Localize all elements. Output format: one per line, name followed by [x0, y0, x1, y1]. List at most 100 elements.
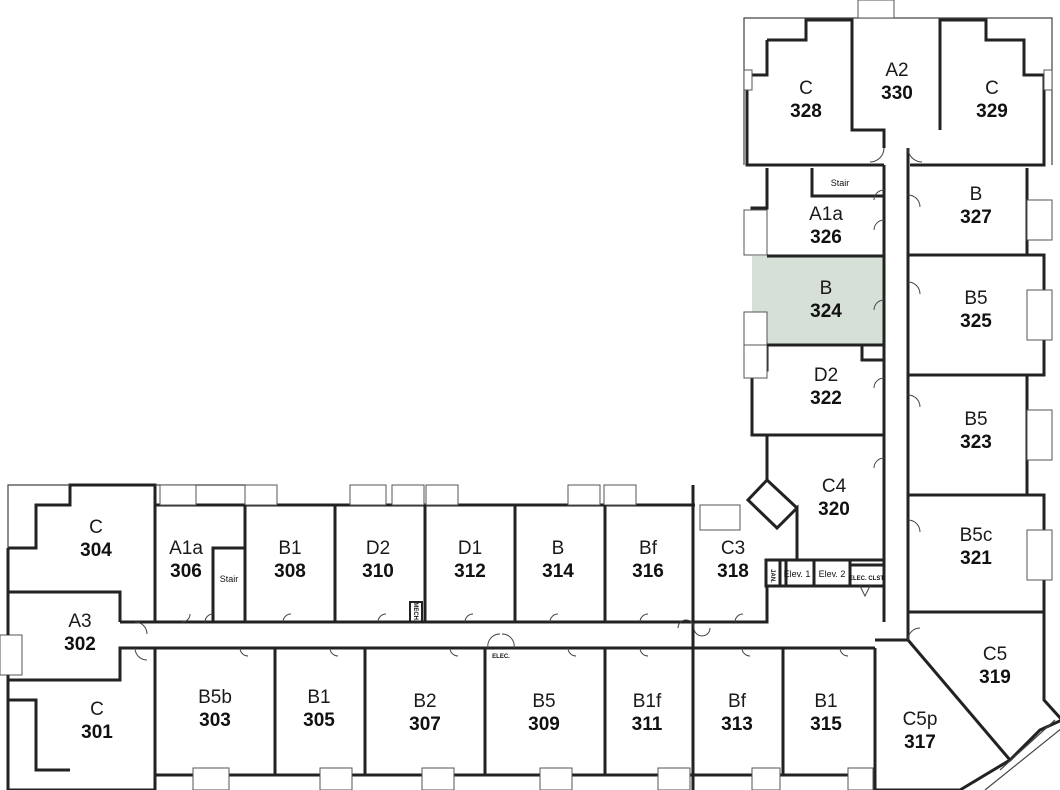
unit-number-label: 309 — [528, 714, 560, 735]
unit-type-label: C — [799, 78, 813, 99]
unit-number-label: 310 — [362, 561, 394, 582]
unit-number-label: 317 — [904, 732, 936, 753]
unit-number-label: 328 — [790, 101, 822, 122]
unit-324-highlight — [752, 256, 884, 345]
mech-label: MECH. — [412, 602, 418, 622]
unit-type-label: A1a — [169, 538, 203, 559]
unit-number-label: 315 — [810, 714, 842, 735]
unit-number-label: 327 — [960, 207, 992, 228]
unit-number-label: 316 — [632, 561, 664, 582]
unit-type-label: B5b — [198, 687, 232, 708]
unit-number-label: 302 — [64, 634, 96, 655]
unit-type-label: D1 — [458, 538, 482, 559]
unit-type-label: B — [970, 184, 983, 205]
unit-type-label: C — [985, 78, 999, 99]
elec-closet-label: ELEC. CLST. — [849, 576, 885, 582]
unit-number-label: 326 — [810, 227, 842, 248]
unit-number-label: 321 — [960, 548, 992, 569]
unit-type-label: B1 — [814, 691, 837, 712]
unit-number-label: 322 — [810, 388, 842, 409]
unit-type-label: B2 — [413, 691, 436, 712]
unit-number-label: 324 — [810, 301, 842, 322]
unit-number-label: 307 — [409, 714, 441, 735]
unit-number-label: 318 — [717, 561, 749, 582]
elevator-2-label: Elev. 2 — [819, 569, 846, 579]
unit-number-label: 323 — [960, 432, 992, 453]
stair-top-label: Stair — [831, 178, 850, 188]
unit-number-label: 319 — [979, 667, 1011, 688]
unit-type-label: Bf — [639, 538, 658, 559]
unit-number-label: 330 — [881, 83, 913, 104]
unit-type-label: C5p — [903, 709, 938, 730]
janitor-label: JAN. — [769, 569, 775, 583]
unit-type-label: C4 — [822, 476, 847, 497]
unit-type-label: B1 — [307, 687, 330, 708]
unit-type-label: Bf — [728, 691, 747, 712]
unit-type-label: D2 — [366, 538, 390, 559]
unit-number-label: 313 — [721, 714, 753, 735]
unit-type-label: B — [820, 278, 833, 299]
unit-number-label: 314 — [542, 561, 574, 582]
stair-left-label: Stair — [220, 574, 239, 584]
unit-number-label: 306 — [170, 561, 202, 582]
unit-number-label: 308 — [274, 561, 306, 582]
unit-type-label: B5 — [532, 691, 555, 712]
unit-type-label: A3 — [68, 611, 91, 632]
unit-type-label: B5 — [964, 288, 987, 309]
service-rooms: Stair Stair Elev. 1 Elev. 2 ELEC. CLST. … — [220, 178, 886, 660]
elevator-1-label: Elev. 1 — [784, 569, 811, 579]
elec-label: ELEC. — [492, 654, 510, 660]
unit-type-label: A2 — [885, 60, 908, 81]
unit-type-label: A1a — [809, 204, 843, 225]
unit-number-label: 304 — [80, 540, 112, 561]
unit-number-label: 311 — [632, 714, 663, 735]
unit-number-label: 312 — [454, 561, 486, 582]
unit-type-label: B5 — [964, 409, 987, 430]
unit-number-label: 325 — [960, 311, 992, 332]
unit-type-label: D2 — [814, 365, 838, 386]
unit-number-label: 301 — [81, 722, 113, 743]
unit-type-label: C3 — [721, 538, 745, 559]
unit-type-label: C5 — [983, 644, 1007, 665]
unit-type-label: B1 — [278, 538, 301, 559]
unit-type-label: C — [90, 699, 104, 720]
unit-type-label: C — [89, 517, 103, 538]
unit-type-label: B5c — [960, 525, 993, 546]
unit-type-label: B — [552, 538, 565, 559]
unit-type-label: B1f — [633, 691, 662, 712]
